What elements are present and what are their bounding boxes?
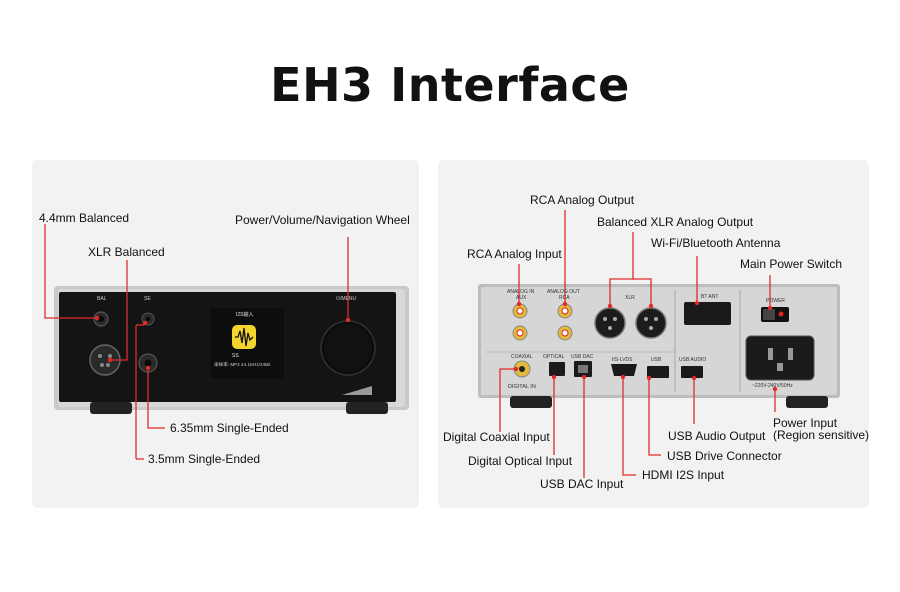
callout-6-35mm	[147, 370, 165, 429]
optical-jack	[549, 362, 565, 376]
front-foot-left	[90, 402, 132, 414]
marking-voltage: ~220V-240V/50Hz	[752, 383, 793, 389]
menu-marking: ⏻/MENU	[336, 296, 357, 302]
label-power-volume-wheel: Power/Volume/Navigation Wheel	[235, 213, 410, 227]
se-marking: SE	[144, 296, 151, 302]
marking-coaxial: COAXIAL	[511, 354, 533, 360]
waveform-icon	[232, 325, 256, 349]
label-6-35mm-single-ended: 6.35mm Single-Ended	[170, 421, 289, 435]
front-panel-card: BAL SE ⏻/MENU I2S输入 SS 采样率: MP2 44.1KHz/…	[32, 160, 419, 508]
callout-xlr	[112, 260, 128, 361]
label-balanced-xlr-output: Balanced XLR Analog Output	[597, 215, 754, 229]
rear-device-illustration	[478, 210, 840, 478]
hdmi-i2s-port	[611, 364, 637, 376]
marking-usb-audio: USB AUDIO	[679, 357, 707, 363]
usb-drive-port	[647, 366, 669, 378]
front-device-illustration	[44, 224, 409, 460]
marking-digital-in: DIGITAL IN	[508, 384, 536, 390]
rear-panel-card: ANALOG IN AUX ANALOG OUT RCA XLR BT ANT …	[438, 160, 869, 508]
label-power-input: Power Input	[773, 416, 838, 430]
callout-xlr-out	[609, 232, 634, 306]
marking-optical: OPTICAL	[543, 354, 565, 360]
marking-analog-out: ANALOG OUT	[547, 289, 580, 295]
marking-rca: RCA	[559, 295, 570, 301]
label-xlr-balanced: XLR Balanced	[88, 245, 165, 259]
marking-analog-in: ANALOG IN	[507, 289, 535, 295]
marking-power: POWER	[766, 298, 785, 304]
label-hdmi-i2s-input: HDMI I2S Input	[642, 468, 725, 482]
label-main-power-switch: Main Power Switch	[740, 257, 843, 271]
callout-usb-drive	[648, 378, 661, 456]
marking-usb-dac: USB DAC	[571, 354, 594, 360]
marking-iis-lvds: IIS-LVDS	[612, 357, 633, 363]
page-title: EH3 Interface	[270, 58, 630, 112]
rear-foot-left	[510, 396, 552, 408]
label-4-4mm-balanced: 4.4mm Balanced	[39, 211, 130, 225]
front-foot-right	[346, 402, 388, 414]
power-inlet	[745, 335, 815, 381]
front-logo-mark	[342, 386, 372, 395]
callout-4-4mm	[44, 224, 94, 319]
label-usb-dac-input: USB DAC Input	[540, 477, 624, 491]
usb-audio-port	[681, 366, 703, 378]
screen-title: I2S输入	[236, 312, 254, 318]
label-rca-analog-output: RCA Analog Output	[530, 193, 635, 207]
marking-usb: USB	[651, 357, 662, 363]
bal-marking: BAL	[97, 296, 107, 302]
label-wifi-bt-antenna: Wi-Fi/Bluetooth Antenna	[651, 236, 781, 250]
marking-aux: AUX	[516, 295, 527, 301]
xlr-out-left	[635, 307, 667, 339]
marking-xlr: XLR	[625, 295, 635, 301]
label-3-5mm-single-ended: 3.5mm Single-Ended	[148, 452, 261, 466]
label-digital-optical-input: Digital Optical Input	[468, 454, 573, 468]
rear-foot-right	[786, 396, 828, 408]
bt-antenna-port	[684, 302, 731, 325]
label-usb-drive-connector: USB Drive Connector	[667, 449, 782, 463]
label-usb-audio-output: USB Audio Output	[668, 429, 766, 443]
screen-badge: SS	[232, 353, 239, 359]
label-power-input-note: (Region sensitive)	[773, 428, 869, 442]
callout-hdmi	[622, 376, 636, 476]
marking-bt-ant: BT ANT	[701, 294, 719, 300]
label-digital-coaxial-input: Digital Coaxial Input	[443, 430, 550, 444]
callout-coax	[499, 368, 516, 432]
xlr-out-right	[594, 307, 626, 339]
label-rca-analog-input: RCA Analog Input	[467, 247, 562, 261]
screen-rate: 采样率: MP2 44.1KHz/24Bit	[214, 362, 271, 367]
